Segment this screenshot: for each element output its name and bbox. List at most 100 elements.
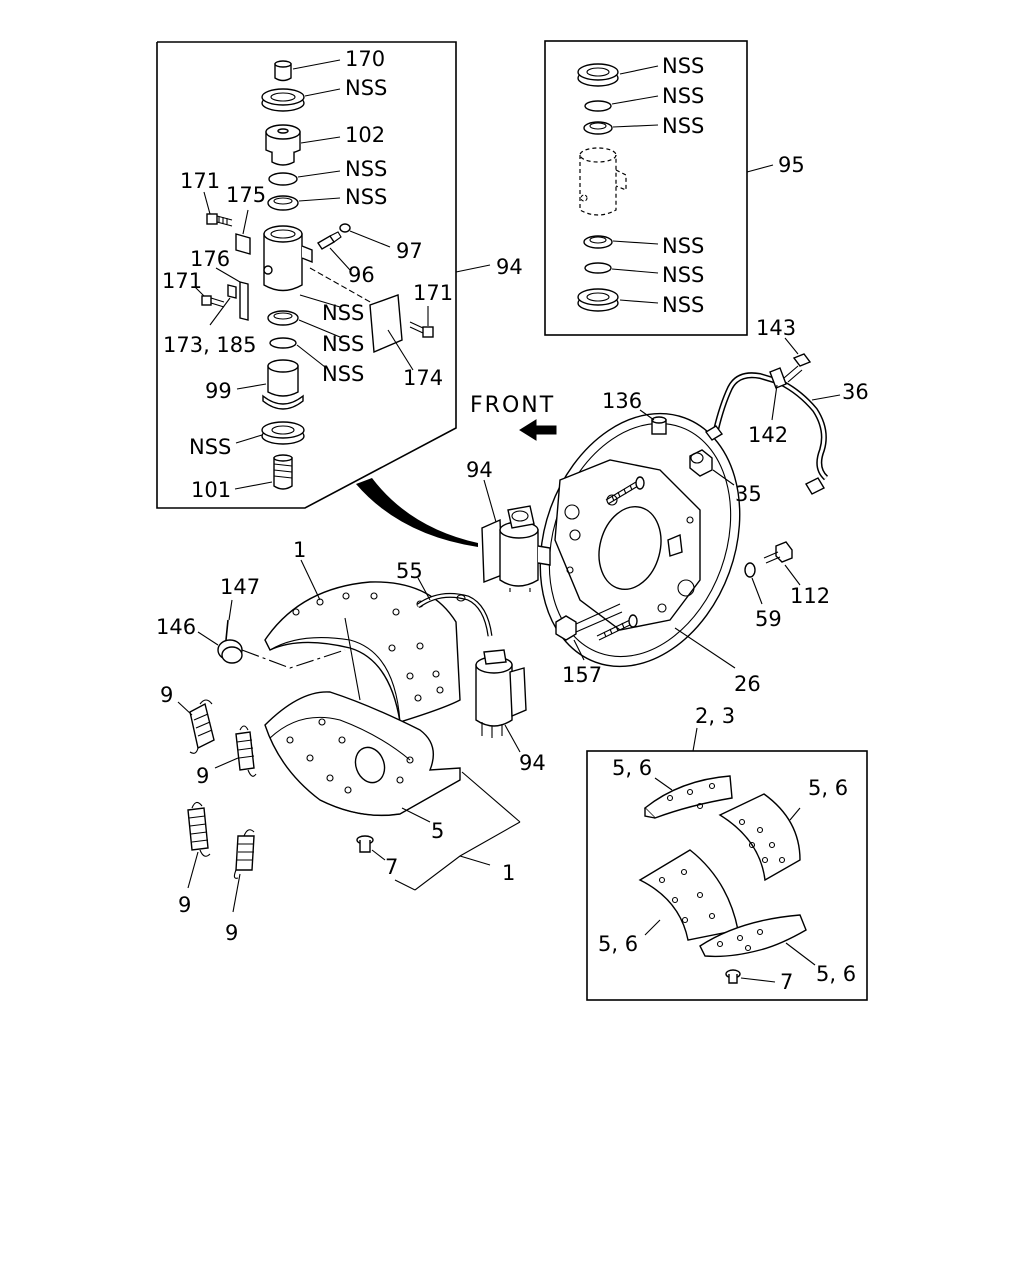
part-kit-o-ring-lower bbox=[584, 262, 612, 274]
label-nss: NSS bbox=[345, 76, 387, 100]
label-nss: NSS bbox=[322, 332, 364, 356]
label-35: 35 bbox=[735, 482, 762, 506]
label-174: 174 bbox=[403, 366, 443, 390]
label-143: 143 bbox=[756, 316, 796, 340]
label-112: 112 bbox=[790, 584, 830, 608]
label-101: 101 bbox=[191, 478, 231, 502]
label-26: 26 bbox=[734, 672, 761, 696]
label-5-6: 5, 6 bbox=[808, 776, 848, 800]
label-170: 170 bbox=[345, 47, 385, 71]
label-nss: NSS bbox=[322, 301, 364, 325]
part-kit-boot-lower bbox=[577, 288, 619, 312]
part-anchor-stud-upper bbox=[605, 476, 645, 505]
lining-kit-detail-box bbox=[586, 750, 868, 1001]
label-1: 1 bbox=[293, 538, 306, 562]
label-94: 94 bbox=[519, 751, 546, 775]
label-nss: NSS bbox=[345, 185, 387, 209]
front-direction-arrow bbox=[519, 419, 557, 441]
label-1: 1 bbox=[502, 861, 515, 885]
label-171: 171 bbox=[180, 169, 220, 193]
part-anchor-stud-lower bbox=[596, 614, 638, 641]
label-99: 99 bbox=[205, 379, 232, 403]
label-97: 97 bbox=[396, 239, 423, 263]
part-cylinder-body bbox=[263, 225, 313, 292]
label-95: 95 bbox=[778, 153, 805, 177]
part-175-plate bbox=[235, 233, 251, 255]
part-55-return-spring bbox=[416, 592, 493, 637]
part-157-bolt bbox=[555, 603, 623, 641]
label-59: 59 bbox=[755, 607, 782, 631]
part-o-ring-lower bbox=[269, 337, 297, 349]
label-nss: NSS bbox=[322, 362, 364, 386]
part-lining-c bbox=[638, 849, 739, 941]
part-146-nut bbox=[217, 639, 243, 664]
label-36: 36 bbox=[842, 380, 869, 404]
label-9: 9 bbox=[160, 683, 173, 707]
detail-pointer-swoosh bbox=[356, 478, 478, 547]
part-143-bolt bbox=[783, 353, 812, 383]
label-94: 94 bbox=[466, 458, 493, 482]
label-9: 9 bbox=[178, 893, 191, 917]
part-147-pin bbox=[225, 619, 229, 641]
part-kit-o-ring-upper bbox=[584, 100, 612, 112]
label-175: 175 bbox=[226, 183, 266, 207]
part-171-bolt-c bbox=[409, 321, 434, 338]
part-112-bolt bbox=[763, 541, 793, 564]
label-136: 136 bbox=[602, 389, 642, 413]
label-nss: NSS bbox=[662, 293, 704, 317]
part-99-adjuster bbox=[262, 359, 304, 410]
part-176-plate bbox=[239, 281, 249, 321]
front-label: FRONT bbox=[470, 393, 555, 418]
label-94: 94 bbox=[496, 255, 523, 279]
part-59-washer bbox=[744, 562, 756, 578]
part-lining-d bbox=[699, 914, 807, 958]
label-171: 171 bbox=[413, 281, 453, 305]
label-nss: NSS bbox=[662, 234, 704, 258]
label-2-3: 2, 3 bbox=[695, 704, 735, 728]
repair-kit-detail-box bbox=[544, 40, 748, 336]
part-96-bleeder-screw bbox=[317, 231, 342, 250]
part-7-rivet-kit bbox=[725, 969, 741, 984]
part-cup-seal-upper bbox=[267, 195, 299, 211]
part-kit-cylinder-phantom bbox=[579, 147, 627, 216]
part-boot-seal bbox=[261, 88, 305, 112]
part-94-wheel-cylinder-lower bbox=[475, 649, 527, 738]
label-9: 9 bbox=[196, 764, 209, 788]
label-nss: NSS bbox=[662, 84, 704, 108]
part-101-adjuster-screw bbox=[273, 454, 293, 490]
part-97-bleeder-cap bbox=[339, 223, 351, 233]
label-147: 147 bbox=[220, 575, 260, 599]
label-7: 7 bbox=[385, 855, 398, 879]
part-102-piston bbox=[265, 124, 301, 166]
part-35-grommet bbox=[689, 449, 713, 477]
label-7: 7 bbox=[780, 970, 793, 994]
label-173-185: 173, 185 bbox=[163, 333, 257, 357]
label-5-6: 5, 6 bbox=[598, 932, 638, 956]
part-7-rivet bbox=[356, 835, 374, 853]
part-170-cap bbox=[274, 60, 292, 82]
label-nss: NSS bbox=[662, 54, 704, 78]
label-96: 96 bbox=[348, 263, 375, 287]
part-lining-a bbox=[643, 775, 733, 819]
label-176: 176 bbox=[190, 247, 230, 271]
part-9-spring-c bbox=[187, 801, 211, 857]
part-36-brake-hose bbox=[704, 367, 829, 495]
label-9: 9 bbox=[225, 921, 238, 945]
part-9-spring-b bbox=[235, 725, 257, 777]
label-142: 142 bbox=[748, 423, 788, 447]
part-boot-seal-lower bbox=[261, 421, 305, 445]
part-kit-boot-upper bbox=[577, 63, 619, 87]
part-94-wheel-cylinder-upper bbox=[481, 505, 551, 592]
label-nss: NSS bbox=[189, 435, 231, 459]
part-lining-b bbox=[718, 793, 801, 882]
label-5: 5 bbox=[431, 819, 444, 843]
part-kit-cup-lower bbox=[583, 235, 613, 249]
label-146: 146 bbox=[156, 615, 196, 639]
label-5-6: 5, 6 bbox=[612, 756, 652, 780]
label-102: 102 bbox=[345, 123, 385, 147]
label-nss: NSS bbox=[662, 114, 704, 138]
part-o-ring-upper bbox=[268, 172, 298, 186]
label-5-6: 5, 6 bbox=[816, 962, 856, 986]
part-cup-seal-lower bbox=[267, 310, 299, 326]
